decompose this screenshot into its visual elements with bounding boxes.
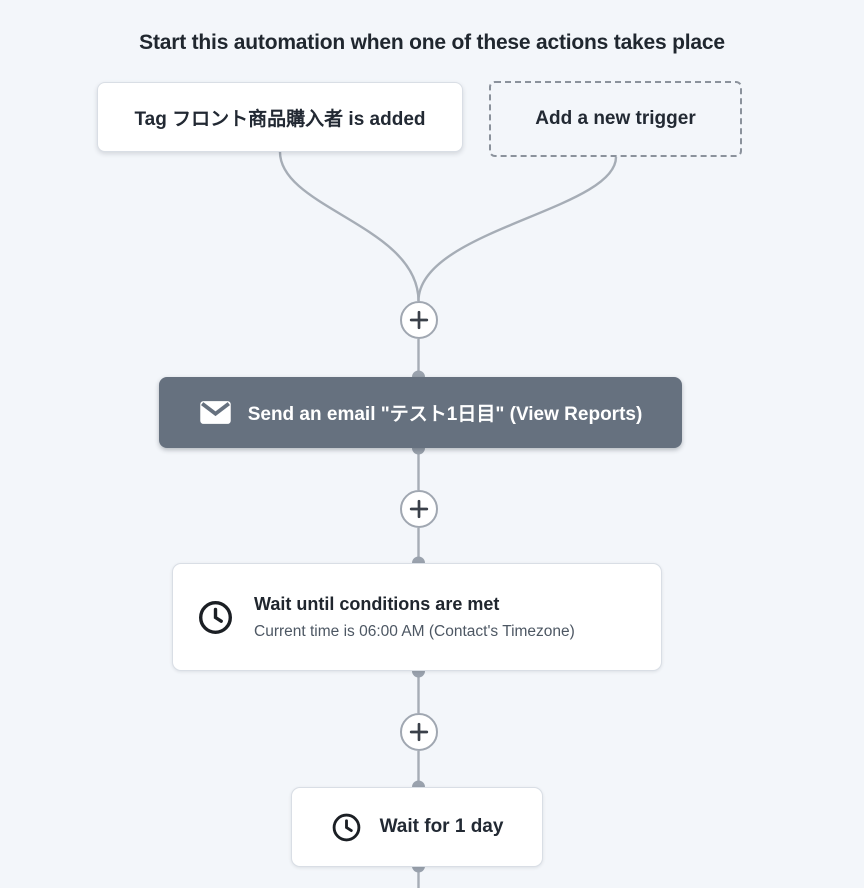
page-title: Start this automation when one of these … [139,31,725,54]
wait-day-label: Wait for 1 day [379,816,504,837]
email-step-label: Send an email "テスト1日目" (View Reports) [247,404,643,425]
trigger-tag-added[interactable]: Tag フロント商品購入者 is added [97,82,463,152]
connector-curve-right [417,156,618,302]
wait-step-text: Wait until conditions are met Current ti… [254,594,575,641]
plus-icon [409,722,429,742]
wait-step-title: Wait until conditions are met [254,593,500,614]
clock-icon [331,812,362,843]
step-wait-one-day[interactable]: Wait for 1 day [291,787,543,867]
add-action-button-top[interactable] [400,301,438,339]
step-wait-until-conditions[interactable]: Wait until conditions are met Current ti… [172,563,662,671]
envelope-icon [199,399,232,426]
trigger-label: Tag フロント商品購入者 is added [134,108,426,130]
add-action-button-middle[interactable] [400,490,438,528]
add-action-button-bottom[interactable] [400,713,438,751]
clock-icon [197,599,234,636]
add-trigger-label: Add a new trigger [535,108,696,129]
plus-icon [409,310,429,330]
step-send-email[interactable]: Send an email "テスト1日目" (View Reports) [159,377,682,448]
connector-curve-left [278,151,420,302]
plus-icon [409,499,429,519]
wait-step-subtitle: Current time is 06:00 AM (Contact's Time… [254,622,575,640]
add-new-trigger-button[interactable]: Add a new trigger [489,81,742,157]
